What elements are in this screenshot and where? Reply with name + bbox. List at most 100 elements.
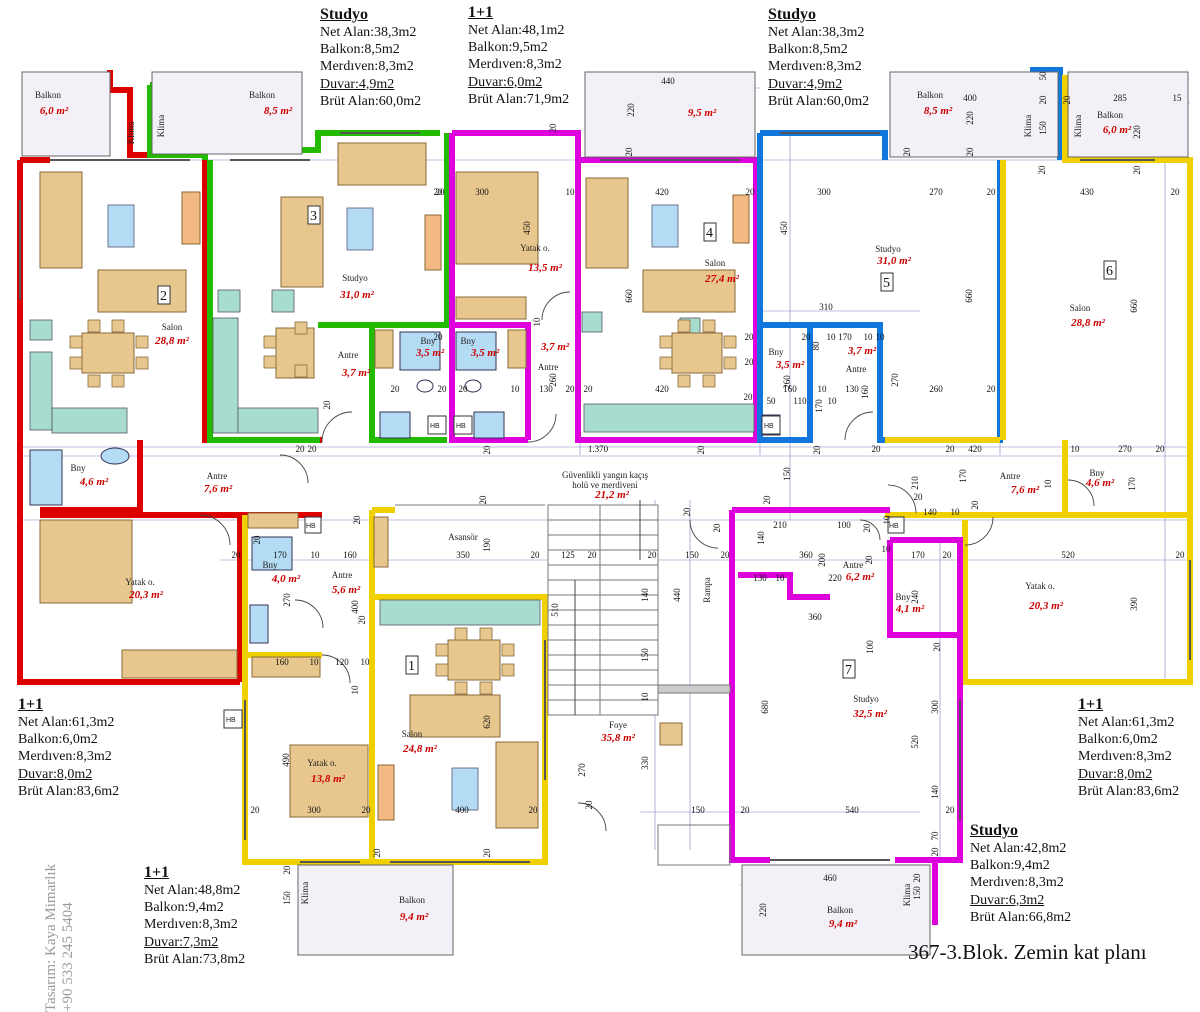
unit-summary-studyo-top-right: Studyo Net Alan:38,3m2 Balkon:8,5m2 Merd… — [768, 6, 869, 110]
chair — [263, 335, 277, 349]
dimension-label: 100 — [865, 640, 875, 654]
dimension-label: 20 — [932, 642, 942, 652]
room-yatak: Yatak o. — [125, 577, 155, 587]
plan-shape — [157, 285, 171, 305]
plan-shape — [842, 659, 856, 679]
dimension-label: 20 — [322, 400, 332, 410]
dimension-label: 150 — [912, 886, 922, 900]
plan-shape — [455, 171, 539, 265]
area-label: 13,5 m² — [528, 262, 563, 274]
dimension-labels: 440 220 20 20 400 220 20 285 15 50 20 15… — [232, 71, 1186, 917]
room-antre: Antre — [207, 471, 228, 481]
room-antre: Antre — [538, 362, 559, 372]
dimension-label: 20 — [812, 445, 822, 455]
room-names: Balkon Balkon Balkon Balkon Balkon Balko… — [35, 90, 1123, 915]
net-area: Net Alan:38,3m2 — [320, 25, 417, 40]
dimension-label: 20 — [930, 847, 940, 857]
dimension-label: 150 — [1038, 121, 1048, 135]
area-label: 4,0 m² — [271, 573, 301, 585]
dimension-label: 20 — [1037, 165, 1047, 175]
wall-area: Duvar:6,3m2 — [970, 892, 1045, 908]
dimension-label: 300 — [475, 187, 489, 197]
dimension-label: 270 — [890, 373, 900, 387]
dimension-label: 220 — [965, 111, 975, 125]
unit-summary-title: 1+1 — [468, 4, 494, 21]
area-label: 3,7 m² — [540, 341, 570, 353]
dimension-label: 10 — [640, 692, 650, 702]
dimension-label: 460 — [823, 873, 837, 883]
area-label: 4,6 m² — [1085, 477, 1115, 489]
dimension-label: 20 — [588, 550, 598, 560]
dimension-label: 20 — [478, 495, 488, 505]
unit-summary-studyo-bottom-right: Studyo Net Alan:42,8m2 Balkon:9,4m2 Merd… — [970, 822, 1071, 926]
chair — [702, 374, 716, 388]
chair — [87, 374, 101, 388]
room-rampa: Rampa — [702, 577, 712, 603]
plan-shape — [307, 205, 321, 225]
kitchens — [29, 289, 755, 626]
dimension-label: 10 — [1071, 444, 1081, 454]
area-label: 3,5 m² — [775, 359, 805, 371]
unit-summary-title: Studyo — [768, 6, 817, 23]
dimension-label: 360 — [808, 612, 822, 622]
dimension-label: 540 — [845, 805, 859, 815]
gross-area: Brüt Alan:73,8m2 — [144, 951, 246, 967]
chair — [479, 681, 493, 695]
plan-shape — [1067, 71, 1189, 158]
dimension-label: 20 — [624, 147, 634, 157]
credit-line-2: +90 533 245 5404 — [60, 902, 76, 1012]
dimension-label: 10 — [361, 657, 371, 667]
dimension-label: 10 — [864, 332, 874, 342]
dimension-label: 400 — [350, 600, 360, 614]
room-antre: Antre — [843, 560, 864, 570]
dimension-label: 210 — [910, 476, 920, 490]
room-studyo: Studyo — [875, 244, 901, 254]
chair — [501, 663, 515, 677]
dimension-label: 10 — [828, 396, 838, 406]
dimension-label: 160 — [783, 384, 797, 394]
plan-shape — [247, 512, 299, 529]
net-area: Net Alan:61,3m2 — [1078, 715, 1175, 730]
plan-shape — [374, 329, 394, 369]
area-label: 32,5 m² — [852, 708, 888, 720]
room-studyo: Studyo — [853, 694, 879, 704]
dimension-label: 310 — [819, 302, 833, 312]
chair — [69, 335, 83, 349]
plan-shape — [657, 824, 731, 866]
wall-area: Duvar:7,3m2 — [144, 934, 219, 950]
dimension-label: 140 — [640, 588, 650, 602]
dimension-label: 20 — [252, 535, 262, 545]
credit-line-1: Tasarım: Kaya Mimarlık — [43, 863, 59, 1012]
plan-shape — [424, 214, 442, 271]
dimension-label: 20 — [912, 873, 922, 883]
dimension-label: 20 — [987, 187, 997, 197]
dimension-label: 20 — [946, 444, 956, 454]
dimension-label: 20 — [712, 523, 722, 533]
dimension-label: 20 — [357, 615, 367, 625]
unit-number-1: 1 — [408, 659, 415, 674]
chair — [454, 627, 468, 641]
dimension-label: 70 — [930, 831, 940, 841]
dimension-label: 20 — [459, 384, 469, 394]
area-label: 13,8 m² — [311, 773, 346, 785]
dimension-label: 20 — [308, 444, 318, 454]
gross-area: Brüt Alan:83,6m2 — [1078, 783, 1180, 799]
dimension-label: 200 — [817, 553, 827, 567]
dimension-label: 270 — [577, 763, 587, 777]
dimension-label: 20 — [438, 384, 448, 394]
net-area: Net Alan:48,8m2 — [144, 883, 241, 898]
area-label: 8,5 m² — [264, 105, 293, 117]
unit-summary-studyo-top-left: Studyo Net Alan:38,3m2 Balkon:8,5m2 Merd… — [320, 6, 421, 110]
dimension-label: 20 — [566, 384, 576, 394]
area-label: 9,5 m² — [688, 107, 717, 119]
area-label: 5,6 m² — [332, 584, 361, 596]
dimension-label: 125 — [561, 550, 575, 560]
dimension-label: 20 — [1132, 165, 1142, 175]
room-balkon: Balkon — [1097, 110, 1123, 120]
dimension-label: 220 — [1132, 125, 1142, 139]
chair — [501, 643, 515, 657]
plan-shape — [581, 311, 603, 333]
unit-number-7: 7 — [845, 663, 852, 678]
unit-summary-1plus1-top-middle: 1+1 Net Alan:48,1m2 Balkon:9,5m2 Merdıve… — [468, 4, 569, 108]
